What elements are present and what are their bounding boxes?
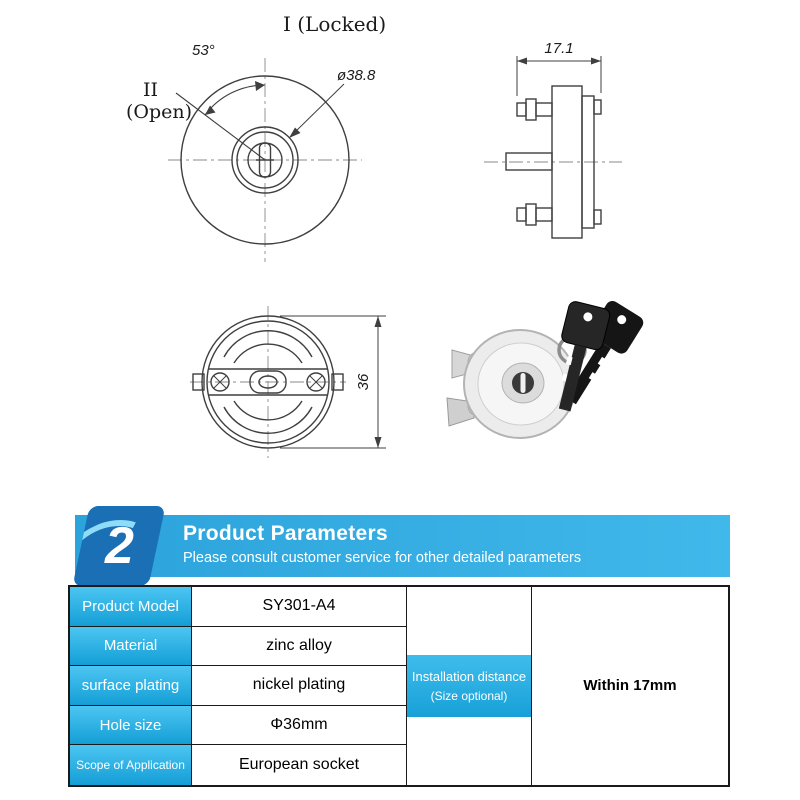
param-value-scope-of-application: European socket [192,745,407,785]
side-view-width-dimension: 17.1 [544,40,573,57]
technical-drawings: I (Locked) II (Open) 53° ø38.8 [126,12,644,458]
side-view-drawing: 17.1 [484,40,622,239]
section-banner: 2 Product Parameters Please consult cust… [72,506,730,586]
front-view-open-word: (Open) [126,101,192,123]
param-value-hole-size: Φ36mm [192,705,407,746]
banner-text: Product Parameters Please consult custom… [183,522,722,566]
installation-distance-label: Installation distance (Size optional) [407,654,531,717]
section-number: 2 [104,517,134,575]
section-number-icon: 2 [72,506,166,586]
front-view-angle-dimension: 53° [192,42,215,59]
param-value-product-model: SY301-A4 [192,587,407,627]
front-view-drawing: I (Locked) II (Open) 53° ø38.8 [126,12,386,262]
product-photo [446,301,644,439]
key-front [558,301,611,412]
param-label-scope-of-application: Scope of Application [70,745,192,785]
param-value-material: zinc alloy [192,626,407,667]
installation-distance-line2: (Size optional) [430,688,508,703]
section-title: Product Parameters [183,522,388,545]
front-view-diameter-dimension: ø38.8 [337,67,376,84]
installation-distance-cell: Installation distance (Size optional) [407,587,532,785]
front-view-locked-label: I (Locked) [283,12,386,36]
parameters-table: Product Model SY301-A4 Material zinc all… [68,585,730,787]
param-label-hole-size: Hole size [70,705,192,746]
installation-distance-value: Within 17mm [532,587,728,785]
installation-distance-value-text: Within 17mm [583,677,677,695]
param-value-surface-plating: nickel plating [192,666,407,706]
installation-distance-line1: Installation distance [411,668,527,684]
param-label-material: Material [70,626,192,667]
param-label-surface-plating: surface plating [70,666,192,706]
section-subtitle: Please consult customer service for othe… [183,550,582,566]
back-view-drawing: 36 [190,306,386,458]
front-view-open-numeral: II [143,79,158,101]
param-label-product-model: Product Model [70,587,192,627]
back-view-height-dimension: 36 [355,373,372,390]
